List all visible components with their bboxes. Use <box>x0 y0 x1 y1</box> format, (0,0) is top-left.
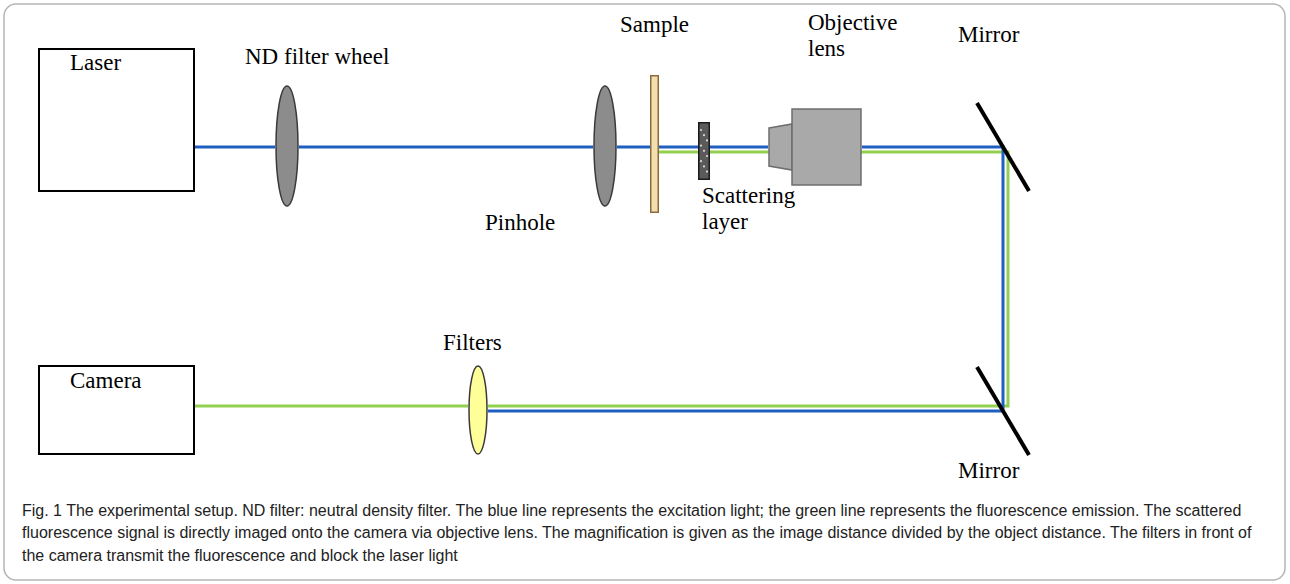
fluorescence-beam <box>488 152 1008 406</box>
light-beam <box>195 405 468 408</box>
frame-border <box>4 4 1285 580</box>
pinhole-shape <box>593 85 617 207</box>
component-label: Mirror <box>958 22 1019 48</box>
light-beam <box>710 146 768 149</box>
scatter-dot <box>700 145 702 147</box>
component-label: Sample <box>620 12 689 38</box>
mirror: Mirror <box>972 98 1034 196</box>
scatter-dot <box>700 160 702 162</box>
light-beam <box>617 146 650 149</box>
slide <box>651 76 659 213</box>
camera-box: Camera <box>38 365 195 455</box>
scatter-dot <box>703 150 705 152</box>
objective-lens-shape <box>768 108 862 186</box>
light-beam <box>659 146 698 149</box>
component-label: ND filter wheel <box>245 44 389 70</box>
pinhole: Pinhole <box>593 85 617 207</box>
scattering-layer: Scattering layer <box>698 122 710 180</box>
component-label: Filters <box>443 330 502 356</box>
layer-body <box>699 123 710 180</box>
component-label: Laser <box>70 50 121 76</box>
filters-shape <box>468 365 488 455</box>
scattering-layer-shape <box>698 122 710 180</box>
light-beam <box>1002 196 1005 362</box>
filters: Filters <box>468 365 488 455</box>
lens-tip <box>769 124 792 170</box>
mirror-surface <box>977 103 1029 191</box>
figure-caption: Fig. 1 The experimental setup. ND filter… <box>22 500 1270 567</box>
light-beam <box>299 146 593 149</box>
mirror-shape <box>972 362 1034 460</box>
laser-box: Laser <box>38 48 195 192</box>
scatter-dot <box>703 134 705 136</box>
lens-body <box>792 109 861 185</box>
objective-lens: Objective lens <box>768 108 862 186</box>
mirror-surface <box>977 367 1029 455</box>
component-label: Mirror <box>958 458 1019 484</box>
scatter-dot <box>706 155 708 157</box>
scatter-dot <box>703 165 705 167</box>
mirror: Mirror <box>972 362 1034 460</box>
component-label: Scattering layer <box>702 183 814 236</box>
light-beam <box>862 146 972 149</box>
nd-filter-wheel-shape <box>275 85 299 207</box>
nd-filter-wheel: ND filter wheel <box>275 85 299 207</box>
scatter-dot <box>700 129 702 131</box>
sample-slide: Sample <box>650 75 659 213</box>
component-label: Objective lens <box>808 10 908 63</box>
component-label: Camera <box>70 368 142 394</box>
light-beam <box>195 146 275 149</box>
lens-ellipse <box>594 86 616 206</box>
lens-ellipse <box>469 366 487 454</box>
lens-ellipse <box>276 86 298 206</box>
scatter-dot <box>706 171 708 173</box>
sample-slide-shape <box>650 75 659 213</box>
light-beam <box>488 410 972 413</box>
scatter-dot <box>706 139 708 141</box>
component-label: Pinhole <box>485 210 555 236</box>
beam-stub <box>972 147 1003 196</box>
mirror-shape <box>972 98 1034 196</box>
